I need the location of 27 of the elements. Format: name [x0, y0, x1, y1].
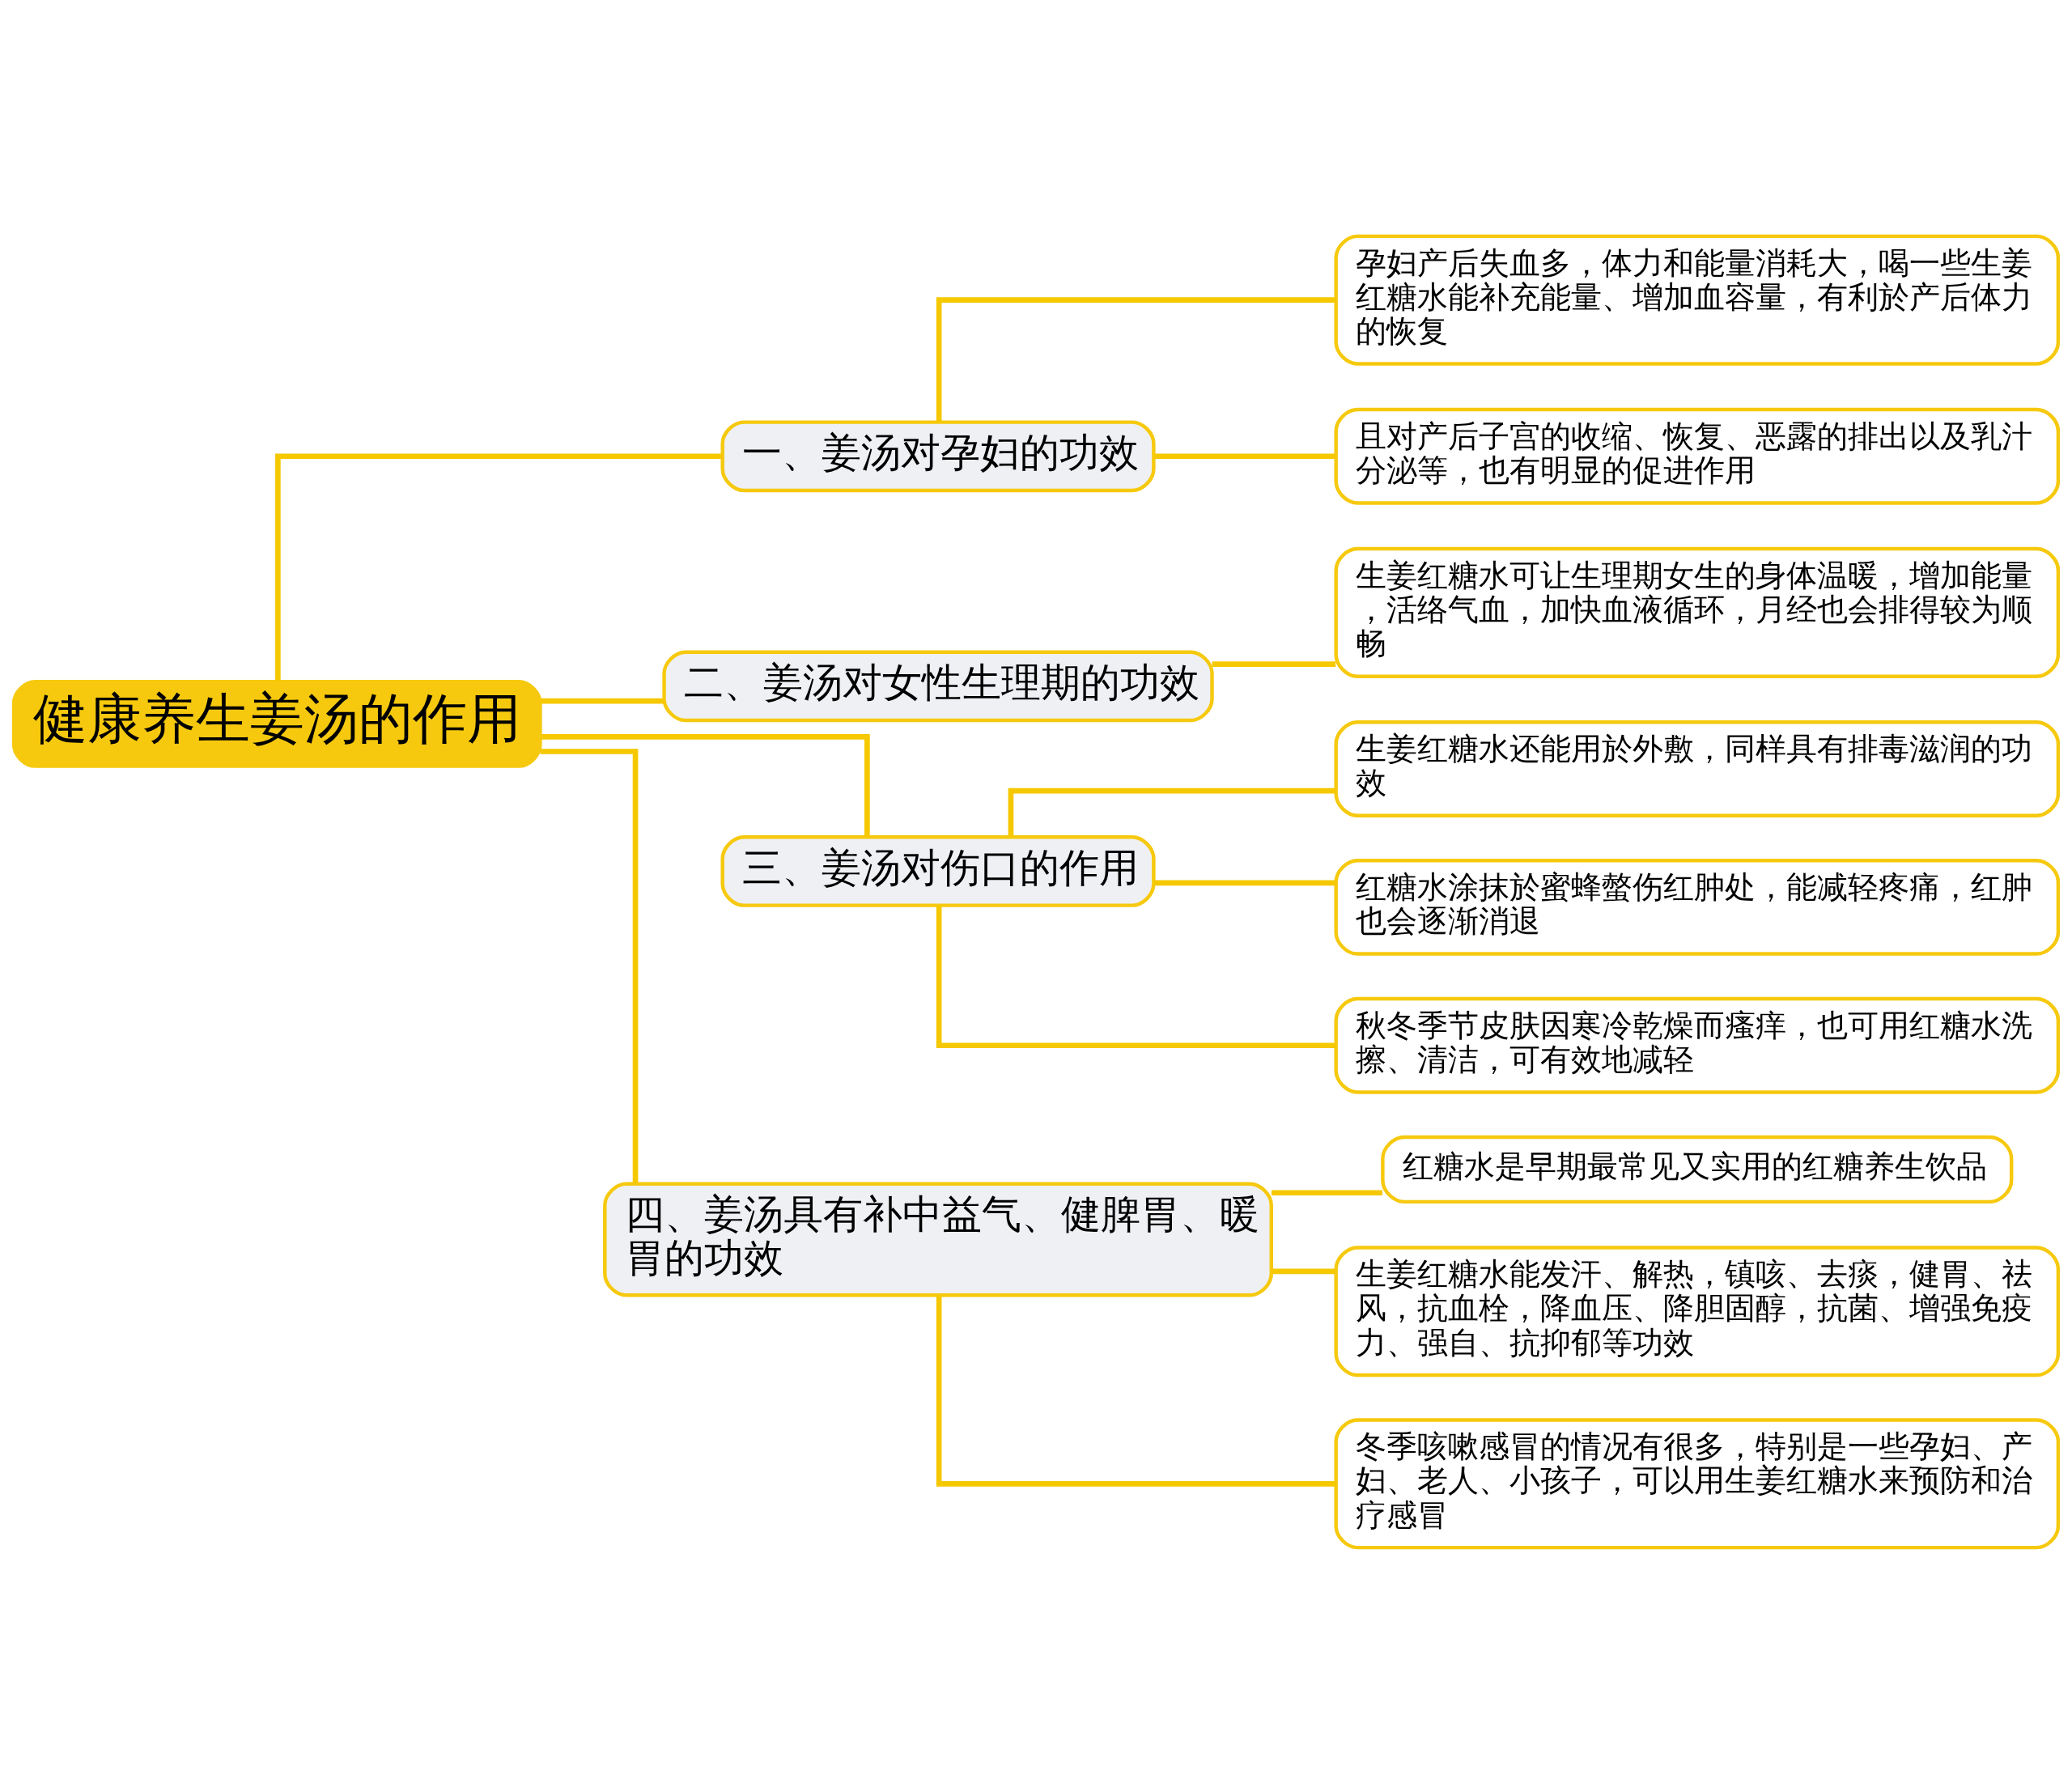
connector [1212, 660, 1336, 667]
node-box: 二、姜汤对女性生理期的功效 [662, 650, 1214, 722]
node-box: 生姜红糖水还能用於外敷，同样具有排毒滋润的功效 [1334, 720, 2061, 817]
connector [936, 1295, 1336, 1487]
node-box: 生姜红糖水能发汗、解热，镇咳、去痰，健胃、祛风，抗血栓，降血压、降胆固醇，抗菌、增强免疫力、强自、抗抑郁等功效 [1334, 1245, 2061, 1377]
node-box: 红糖水涂抹於蜜蜂螫伤红肿处，能减轻疼痛，红肿也会逐渐消退 [1334, 858, 2061, 956]
connector [936, 905, 1336, 1048]
connector [540, 698, 664, 703]
node-box: 生姜红糖水可让生理期女生的身体温暖，增加能量，活络气血，加快血液循环，月经也会排得较为顺畅 [1334, 546, 2061, 678]
node-box: 孕妇产后失血多，体力和能量消耗大，喝一些生姜红糖水能补充能量、增加血容量，有利於产后体力的恢复 [1334, 234, 2061, 366]
connector [275, 452, 723, 681]
connector [1272, 1268, 1336, 1274]
connector [1153, 452, 1336, 459]
connector [541, 733, 870, 837]
connector [1272, 1189, 1382, 1195]
node-box: 且对产后子宫的收缩、恢复、恶露的排出以及乳汁分泌等，也有明显的促进作用 [1334, 407, 2061, 505]
node-box: 一、姜汤对孕妇的功效 [720, 419, 1156, 492]
node-box: 冬季咳嗽感冒的情况有很多，特别是一些孕妇、产妇、老人、小孩子，可以用生姜红糖水来预防和治疗感冒 [1334, 1417, 2061, 1549]
node-box: 健康养生姜汤的作用 [11, 679, 542, 768]
connector [1008, 787, 1336, 837]
node-box: 三、姜汤对伤口的作用 [720, 834, 1156, 907]
node-box: 红糖水是早期最常见又实用的红糖养生饮品 [1381, 1135, 2014, 1204]
node-box: 秋冬季节皮肤因寒冷乾燥而瘙痒，也可用红糖水洗擦、清洁，可有效地减轻 [1334, 996, 2061, 1094]
connector [540, 748, 639, 1183]
connector [1153, 880, 1336, 885]
node-box: 四、姜汤具有补中益气、健脾胃、暖胃的功效 [603, 1181, 1273, 1297]
connector [936, 296, 1336, 422]
